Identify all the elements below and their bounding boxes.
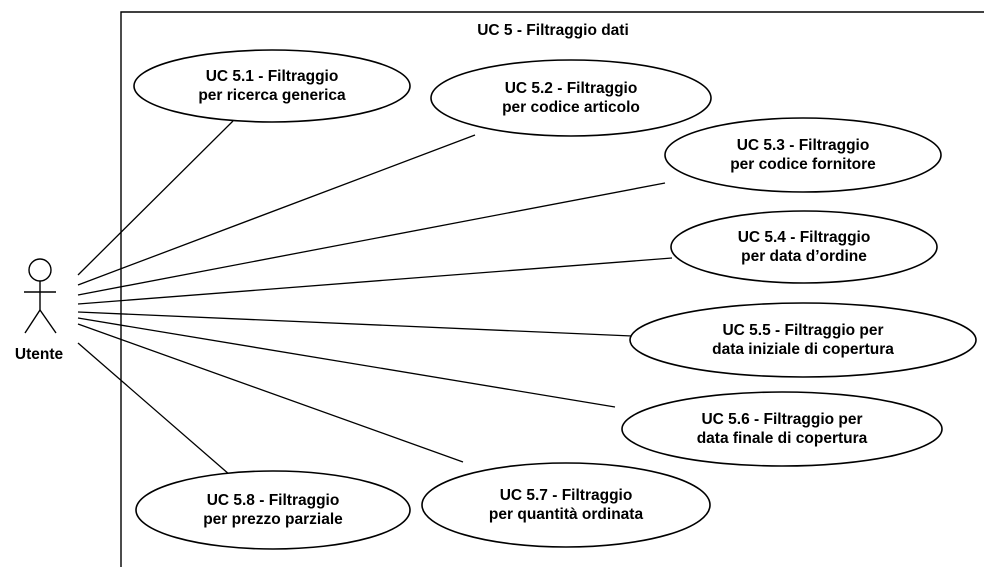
use-case-line-2: per quantità ordinata bbox=[489, 506, 644, 523]
use-case-line-2: per data d’ordine bbox=[741, 248, 867, 265]
use-case-ellipse bbox=[135, 470, 411, 550]
associations bbox=[77, 120, 673, 476]
use-case-uc-5-4: UC 5.4 - Filtraggio per data d’ordine bbox=[670, 210, 938, 284]
use-case-line-2: per codice articolo bbox=[502, 99, 640, 116]
association-uc-5-1 bbox=[77, 120, 234, 276]
system-title: UC 5 - Filtraggio dati bbox=[477, 22, 629, 39]
actor-head bbox=[28, 258, 52, 282]
actor-right-leg bbox=[39, 309, 57, 334]
use-case-line-1: UC 5.6 - Filtraggio per bbox=[701, 411, 862, 428]
association-uc-5-5 bbox=[77, 311, 633, 337]
use-case-line-2: per ricerca generica bbox=[198, 87, 346, 104]
use-case-line-1: UC 5.5 - Filtraggio per bbox=[722, 322, 883, 339]
use-case-line-1: UC 5.4 - Filtraggio bbox=[738, 229, 871, 246]
use-case-ellipse bbox=[629, 302, 977, 378]
use-case-line-2: per prezzo parziale bbox=[203, 511, 343, 528]
use-case-ellipse bbox=[430, 59, 712, 137]
use-case-uc-5-2: UC 5.2 - Filtraggio per codice articolo bbox=[430, 59, 712, 137]
use-case-line-2: per codice fornitore bbox=[730, 156, 876, 173]
use-case-uc-5-6: UC 5.6 - Filtraggio per data finale di c… bbox=[621, 391, 943, 467]
use-case-uc-5-3: UC 5.3 - Filtraggio per codice fornitore bbox=[664, 117, 942, 193]
system-boundary: UC 5 - Filtraggio dati bbox=[120, 11, 984, 567]
use-case-uc-5-7: UC 5.7 - Filtraggio per quantità ordinat… bbox=[421, 462, 711, 548]
association-uc-5-8 bbox=[77, 342, 231, 476]
use-case-ellipse bbox=[421, 462, 711, 548]
use-case-line-1: UC 5.1 - Filtraggio bbox=[206, 68, 339, 85]
use-case-ellipse bbox=[621, 391, 943, 467]
use-case-ellipse bbox=[664, 117, 942, 193]
use-case-uc-5-1: UC 5.1 - Filtraggio per ricerca generica bbox=[133, 49, 411, 123]
use-case-uc-5-8: UC 5.8 - Filtraggio per prezzo parziale bbox=[135, 470, 411, 550]
use-case-line-1: UC 5.3 - Filtraggio bbox=[737, 137, 870, 154]
use-case-uc-5-5: UC 5.5 - Filtraggio per data iniziale di… bbox=[629, 302, 977, 378]
system-boundary-frame bbox=[120, 11, 984, 567]
actor-label: Utente bbox=[15, 346, 64, 363]
association-uc-5-6 bbox=[77, 317, 616, 408]
actor-left-leg bbox=[24, 309, 41, 334]
actor-utente: Utente bbox=[15, 258, 64, 363]
use-case-line-2: data finale di copertura bbox=[697, 430, 868, 447]
association-uc-5-7 bbox=[77, 323, 464, 463]
use-case-ellipse bbox=[670, 210, 938, 284]
use-case-line-1: UC 5.7 - Filtraggio bbox=[500, 487, 633, 504]
use-case-line-1: UC 5.8 - Filtraggio bbox=[207, 492, 340, 509]
association-uc-5-2 bbox=[77, 134, 476, 286]
association-uc-5-3 bbox=[77, 182, 666, 296]
use-case-line-2: data iniziale di copertura bbox=[712, 341, 894, 358]
use-case-line-1: UC 5.2 - Filtraggio bbox=[505, 80, 638, 97]
use-case-ellipse bbox=[133, 49, 411, 123]
association-uc-5-4 bbox=[77, 257, 673, 305]
